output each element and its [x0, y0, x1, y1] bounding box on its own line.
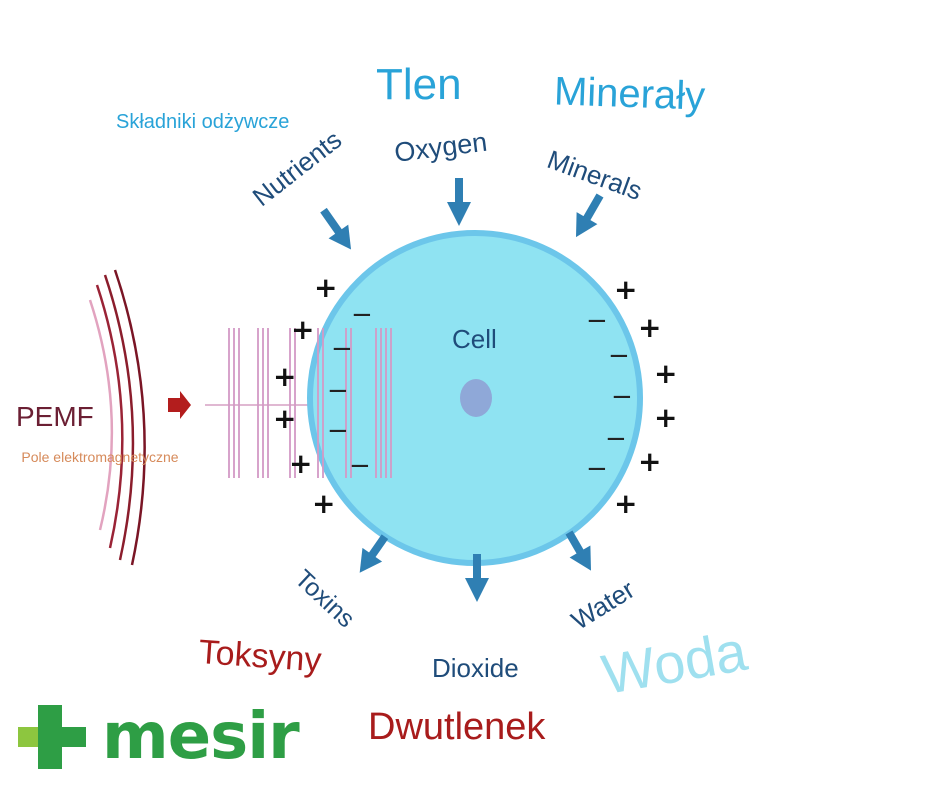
plus-sign: + — [312, 487, 336, 520]
arrow-water-icon — [565, 530, 591, 571]
arrow-nutrients-icon — [320, 207, 352, 250]
logo-text: mesir — [102, 700, 300, 774]
plus-sign: + — [289, 447, 313, 480]
minus-sign: − — [327, 416, 349, 446]
pemf-wave-4 — [113, 269, 146, 566]
field-lines — [228, 328, 392, 478]
mesir-logo: mesir — [18, 700, 300, 774]
arrows — [320, 178, 604, 602]
minus-sign: − — [608, 341, 630, 371]
label-oxygen-pl: Tlen — [376, 60, 462, 109]
label-nutrients-pl: Składniki odżywcze — [116, 111, 290, 133]
plus-sign: + — [614, 273, 638, 306]
arrow-oxygen-icon — [447, 178, 471, 226]
pemf-wave-3 — [103, 274, 135, 561]
arrow-dioxide-icon — [465, 554, 489, 602]
pemf-label: PEMF — [16, 401, 94, 432]
field-label-pl: Pole elektromagnetyczne — [21, 449, 179, 465]
cell-label: Cell — [452, 324, 497, 354]
plus-sign: + — [638, 445, 662, 478]
label-dioxide-pl: Dwutlenek — [368, 706, 546, 748]
plus-sign: + — [291, 313, 315, 346]
plus-sign: + — [614, 487, 638, 520]
minus-sign: − — [349, 451, 371, 481]
minus-sign: − — [586, 306, 608, 336]
label-toxins-pl: Toksyny — [197, 633, 323, 680]
plus-sign: + — [314, 271, 338, 304]
minus-sign: − — [331, 334, 353, 364]
minus-sign: − — [351, 300, 373, 330]
plus-sign: + — [273, 360, 297, 393]
minus-sign: − — [605, 424, 627, 454]
arrow-minerals-icon — [576, 193, 604, 238]
plus-cross-icon — [18, 705, 86, 769]
plus-sign: + — [638, 311, 662, 344]
cell-nucleus — [460, 379, 492, 417]
minus-sign: − — [611, 382, 633, 412]
label-dioxide-en: Dioxide — [432, 653, 519, 683]
minus-sign: − — [586, 454, 608, 484]
plus-sign: + — [654, 401, 678, 434]
pemf-wave-2 — [95, 284, 124, 549]
minus-sign: − — [327, 376, 349, 406]
pemf-wave-1 — [88, 299, 114, 531]
label-minerals-pl: Minerały — [553, 69, 706, 119]
plus-sign: + — [654, 357, 678, 390]
plus-sign: + — [273, 402, 297, 435]
arrow-toxins-icon — [359, 534, 389, 573]
pemf-arrow-icon — [168, 391, 191, 419]
